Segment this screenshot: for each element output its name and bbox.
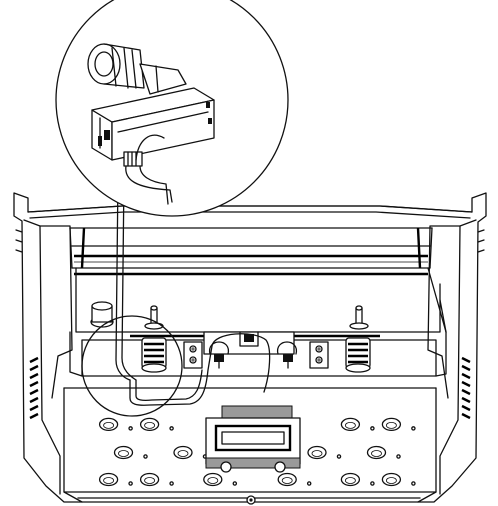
- terminal-block-right: [309, 341, 329, 369]
- connector-plug: [123, 134, 173, 205]
- screw-dot: [306, 481, 312, 486]
- mounting-hole-inner: [177, 450, 189, 457]
- screw-dot: [232, 481, 238, 486]
- screw-dot: [169, 481, 174, 486]
- carry-handle: [205, 405, 301, 473]
- mounting-hole-inner: [385, 421, 397, 429]
- mounting-hole-inner: [281, 477, 293, 484]
- lamp-right: [277, 341, 297, 369]
- screw-dot: [128, 426, 133, 431]
- left-vent-grille: [15, 229, 39, 420]
- mounting-hole-inner: [311, 450, 323, 457]
- mounting-hole-inner: [144, 477, 156, 484]
- mounting-hole-inner: [385, 477, 397, 484]
- detail-callout: [55, 0, 289, 217]
- bulb-socket-right: [345, 337, 371, 373]
- mounting-hole-inner: [371, 450, 382, 457]
- bulb-socket-left: [141, 337, 167, 373]
- mounting-hole-inner: [207, 477, 219, 484]
- detail-ring-small: [81, 315, 183, 417]
- lamp-holder: [87, 43, 187, 95]
- mounting-hole-inner: [103, 421, 114, 429]
- top-rail: [69, 227, 447, 333]
- mounting-stud-right: [349, 305, 369, 330]
- mounting-hole-inner: [103, 477, 114, 484]
- screw-dot: [370, 481, 375, 486]
- screw-dot: [370, 426, 375, 431]
- control-knob: [90, 301, 114, 328]
- terminal-block-left: [183, 341, 203, 369]
- lamp-left: [209, 341, 229, 369]
- screw-dot: [411, 481, 416, 486]
- wire-harness: [115, 175, 271, 406]
- terminal-panel: [183, 331, 329, 369]
- mounting-hole-inner: [118, 450, 129, 457]
- screw-dot: [143, 454, 148, 459]
- mounting-hole-inner: [144, 421, 156, 429]
- screw-dot: [411, 426, 416, 431]
- mounting-hole-inner: [344, 421, 356, 429]
- screw-dot: [169, 426, 174, 431]
- screw-dot: [336, 454, 342, 459]
- screw-dot: [396, 454, 401, 459]
- mounting-hole-inner: [344, 477, 356, 484]
- screw-dot: [128, 481, 133, 486]
- connector-housing: [91, 87, 215, 161]
- right-vent-grille: [461, 229, 485, 420]
